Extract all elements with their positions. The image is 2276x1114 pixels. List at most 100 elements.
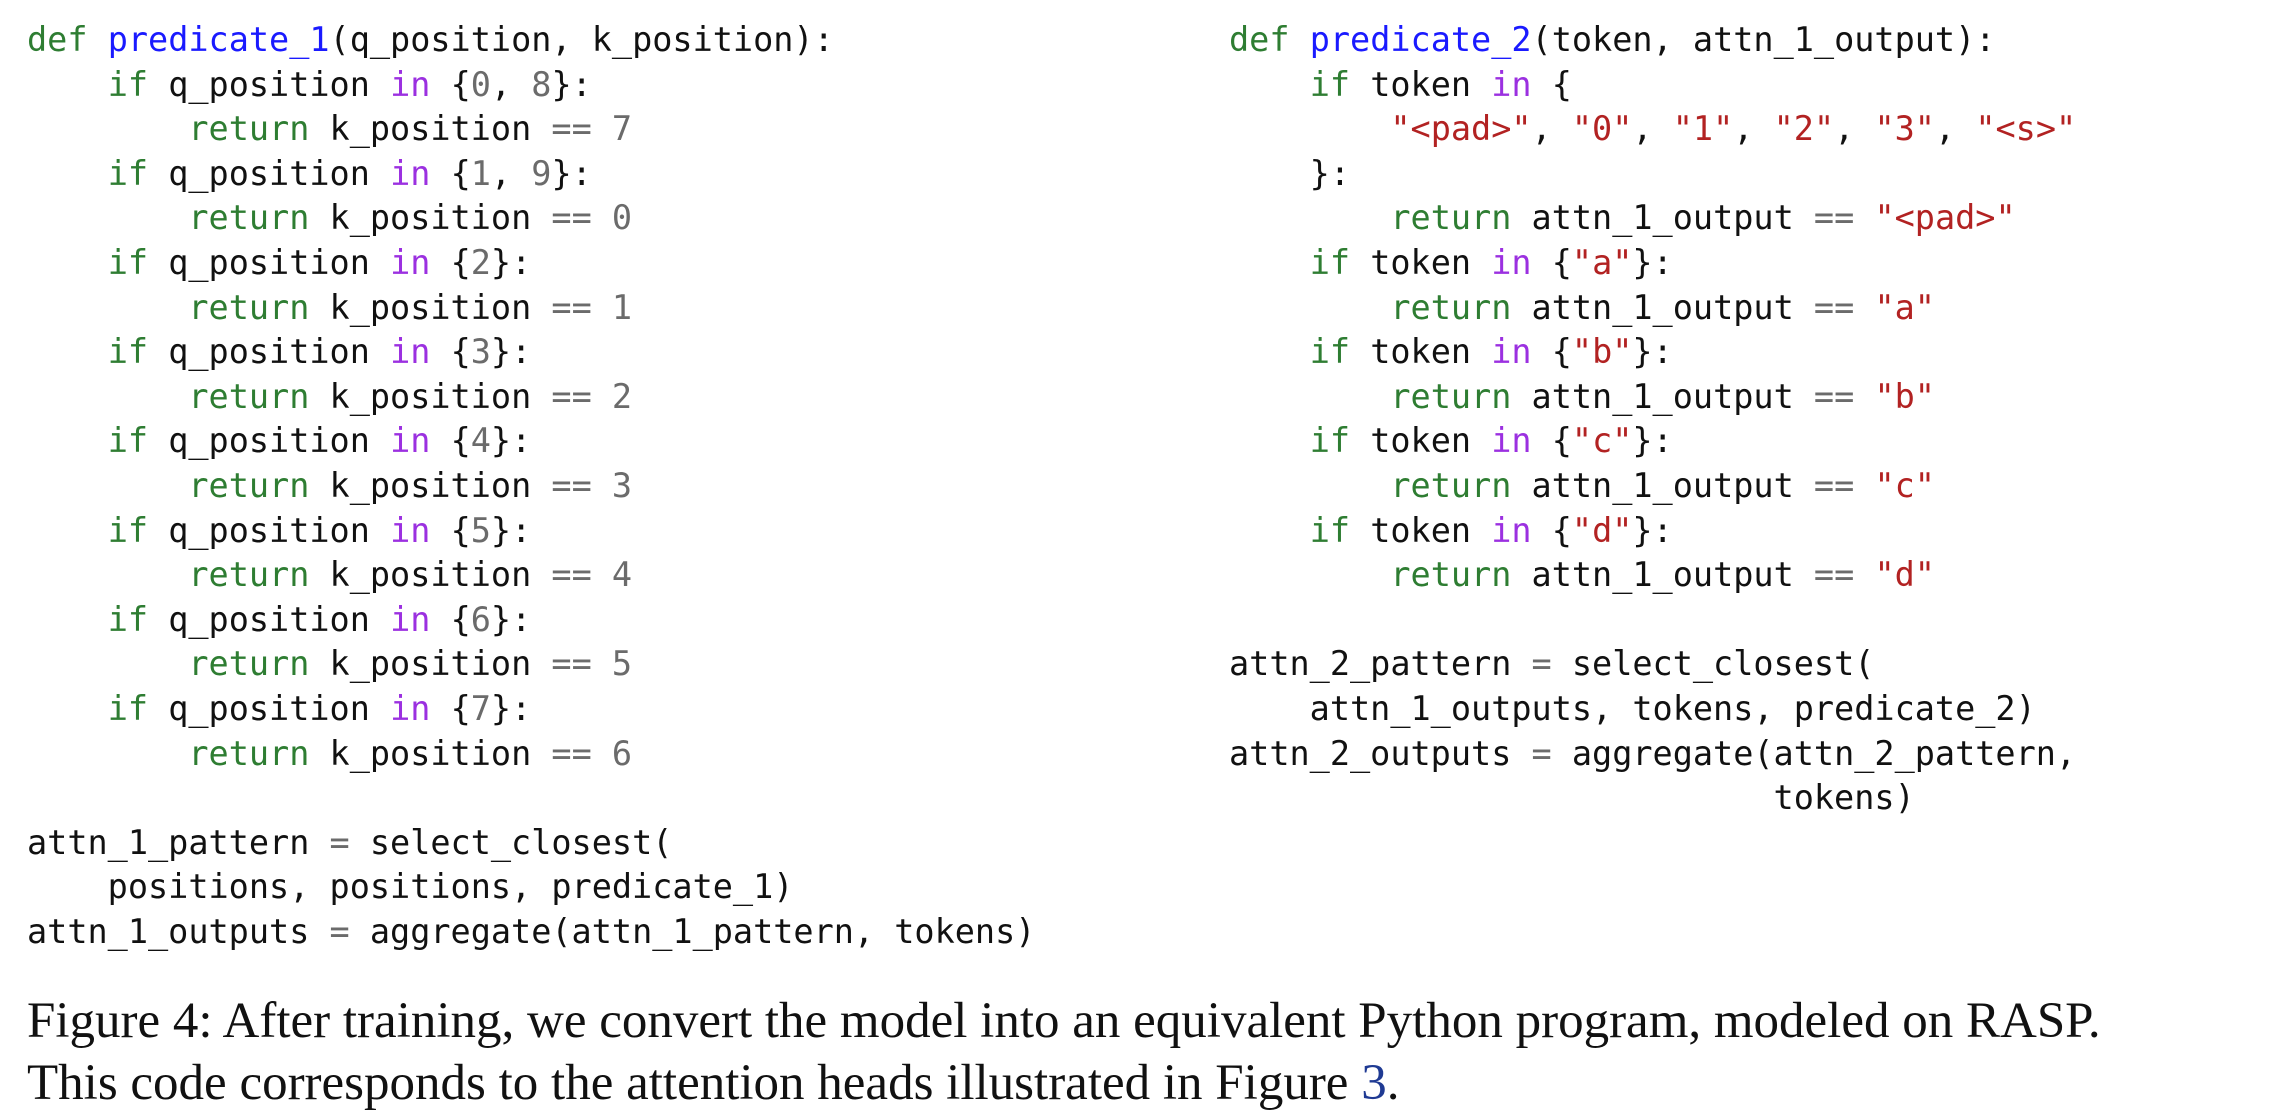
code-line: def predicate_2(token, attn_1_output): xyxy=(1229,18,2076,63)
code-token-kw: return xyxy=(188,465,330,505)
code-token-plain: q_position xyxy=(168,599,391,639)
code-token-plain: k_position xyxy=(329,465,552,505)
code-line: return attn_1_output == "c" xyxy=(1229,464,2076,509)
code-token-kw: return xyxy=(1390,465,1532,505)
code-token-plain xyxy=(1229,288,1390,327)
code-token-num: 8 xyxy=(531,64,552,104)
code-token-num: 1 xyxy=(611,287,633,327)
code-line: attn_1_outputs = aggregate(attn_1_patter… xyxy=(27,910,1035,955)
code-token-op: in xyxy=(390,599,451,639)
code-line: if q_position in {0, 8}: xyxy=(27,63,1035,108)
code-token-kw: return xyxy=(188,198,330,238)
code-token-plain: }: xyxy=(490,599,532,639)
code-token-op: in xyxy=(1491,510,1552,550)
code-token-num: 4 xyxy=(611,555,633,595)
code-token-kw: if xyxy=(107,599,169,639)
code-line: if token in {"d"}: xyxy=(1229,509,2076,554)
code-token-kw: if xyxy=(107,64,169,104)
code-token-plain: }: xyxy=(1632,510,1673,550)
code-token-plain: (q_position, k_position): xyxy=(329,20,834,59)
code-token-plain xyxy=(1229,377,1390,416)
code-token-plain xyxy=(27,288,188,327)
code-token-kw: return xyxy=(188,287,330,327)
code-token-eq: == xyxy=(1813,198,1875,238)
code-token-op: in xyxy=(390,153,451,193)
code-token-kw: return xyxy=(1390,287,1532,327)
code-token-eq: == xyxy=(551,733,612,773)
code-token-kw: if xyxy=(1309,64,1371,104)
code-token-eq: == xyxy=(1813,465,1875,505)
code-token-str: "c" xyxy=(1571,421,1633,461)
code-token-plain xyxy=(27,198,188,237)
code-token-num: 5 xyxy=(470,510,491,550)
code-token-plain: { xyxy=(450,64,471,104)
code-line: if q_position in {5}: xyxy=(27,509,1035,554)
code-token-plain: { xyxy=(450,510,471,550)
code-token-plain: }: xyxy=(490,688,532,728)
code-line: return attn_1_output == "b" xyxy=(1229,375,2076,420)
code-token-op: in xyxy=(390,510,451,550)
code-listing-left: def predicate_1(q_position, k_position):… xyxy=(27,18,1035,954)
code-token-eq: = xyxy=(1531,733,1572,773)
code-token-kw: return xyxy=(188,376,330,416)
code-token-num: 7 xyxy=(611,109,633,149)
figure-reference-link[interactable]: 3 xyxy=(1361,1055,1387,1111)
code-token-kw: if xyxy=(107,421,169,461)
code-token-op: in xyxy=(390,64,451,104)
code-token-plain: attn_1_outputs, tokens, predicate_2) xyxy=(1229,688,2036,728)
code-token-eq: == xyxy=(551,287,612,327)
code-token-str: "a" xyxy=(1874,287,1935,327)
code-token-num: 0 xyxy=(611,198,633,238)
code-line: if q_position in {7}: xyxy=(27,687,1035,732)
code-line: return k_position == 3 xyxy=(27,464,1035,509)
code-token-plain: token xyxy=(1370,510,1492,550)
code-listing-right: def predicate_2(token, attn_1_output): i… xyxy=(1229,18,2076,821)
code-token-eq: = xyxy=(329,911,370,951)
caption-line-2-end: . xyxy=(1386,1055,1400,1111)
code-token-plain xyxy=(27,421,108,460)
code-token-plain: attn_1_output xyxy=(1531,555,1814,595)
code-token-plain xyxy=(27,600,108,639)
code-token-plain: token xyxy=(1370,242,1492,282)
code-token-plain: , xyxy=(490,64,532,104)
code-token-plain: tokens) xyxy=(1229,778,1915,818)
code-token-plain: k_position xyxy=(329,555,552,595)
code-token-op: in xyxy=(1491,421,1552,461)
code-line: attn_1_outputs, tokens, predicate_2) xyxy=(1229,687,2076,732)
code-token-plain xyxy=(27,65,108,104)
code-token-eq: == xyxy=(551,198,612,238)
code-token-kw: if xyxy=(1309,332,1371,372)
code-token-eq: = xyxy=(1531,644,1572,684)
code-token-plain: { xyxy=(1551,510,1572,550)
code-token-kw: return xyxy=(188,644,330,684)
code-token-plain: q_position xyxy=(168,510,391,550)
code-token-plain: , xyxy=(1632,109,1673,149)
code-token-plain xyxy=(27,154,108,193)
code-token-str: "a" xyxy=(1571,242,1633,282)
code-token-kw: return xyxy=(1390,555,1532,595)
code-token-plain: { xyxy=(450,599,471,639)
code-token-plain xyxy=(27,243,108,282)
code-token-plain: token xyxy=(1370,421,1492,461)
code-token-num: 6 xyxy=(611,733,633,773)
code-token-eq: == xyxy=(1813,376,1875,416)
code-token-plain: (token, attn_1_output): xyxy=(1531,20,1996,59)
code-token-str: "<pad>" xyxy=(1874,198,2016,238)
code-line: if q_position in {4}: xyxy=(27,419,1035,464)
code-line: return k_position == 6 xyxy=(27,732,1035,777)
caption-line-2: This code corresponds to the attention h… xyxy=(27,1052,2257,1114)
code-token-plain xyxy=(1229,65,1310,104)
code-token-plain xyxy=(27,689,108,728)
code-line: attn_2_outputs = aggregate(attn_2_patter… xyxy=(1229,732,2076,777)
code-line: return attn_1_output == "d" xyxy=(1229,553,2076,598)
code-token-str: "d" xyxy=(1874,555,1935,595)
code-token-plain: k_position xyxy=(329,109,552,149)
code-token-fn: predicate_1 xyxy=(107,20,330,59)
code-line: return k_position == 2 xyxy=(27,375,1035,420)
code-token-plain: q_position xyxy=(168,421,391,461)
code-token-str: "c" xyxy=(1874,465,1935,505)
code-token-num: 3 xyxy=(611,465,633,505)
code-token-eq: == xyxy=(551,465,612,505)
code-token-eq: == xyxy=(551,376,612,416)
code-line: return attn_1_output == "<pad>" xyxy=(1229,196,2076,241)
